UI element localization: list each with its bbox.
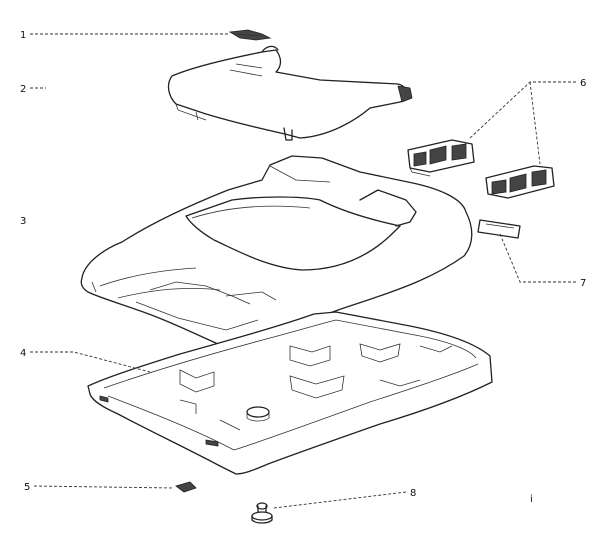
part-5-foot [175, 481, 197, 493]
part-3-top-housing [80, 155, 473, 352]
callout-8: 8 [410, 488, 416, 499]
callout-3: 3 [20, 216, 26, 227]
stray-mark: i [530, 494, 533, 505]
callout-5: 5 [24, 482, 30, 493]
callout-7: 7 [580, 278, 586, 289]
part-2-cover [167, 45, 413, 141]
part-8-screw [251, 502, 273, 524]
part-1-clip [228, 29, 272, 41]
callout-labels: 1 2 3 4 5 6 7 8 i [20, 30, 586, 505]
callout-2: 2 [20, 84, 26, 95]
part-6-connector-upper [407, 139, 475, 177]
callout-4: 4 [20, 348, 26, 359]
leader-lines [30, 33, 576, 509]
callout-1: 1 [20, 30, 26, 41]
part-4-base [87, 311, 493, 475]
part-7-plate [477, 219, 521, 239]
callout-6: 6 [580, 78, 586, 89]
part-6-connector-lower [485, 165, 555, 199]
